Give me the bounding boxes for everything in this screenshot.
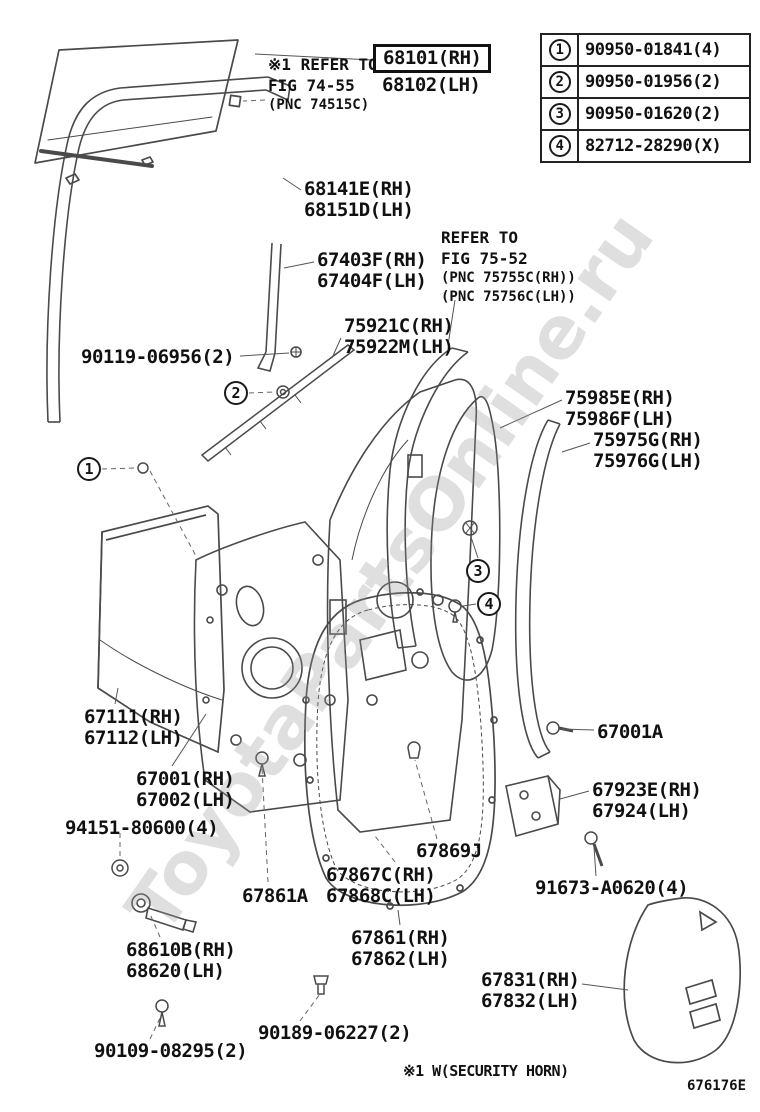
callout-marker-1: 1 — [77, 457, 101, 481]
weatherstrip-loop-shape — [302, 588, 498, 910]
part-number-lh: 67862(LH) — [351, 948, 450, 970]
part-number-lh: 75976G(LH) — [593, 450, 703, 472]
label-cushion: 67867C(RH) 67868C(LH) — [326, 864, 436, 907]
part-number-rh: 67861(RH) — [351, 927, 450, 949]
callout-4-badge: 4 — [548, 135, 571, 157]
fastener-part-cell: 90950-01841(4) — [577, 33, 751, 67]
part-number-lh: 67832(LH) — [481, 990, 580, 1012]
door-sash-shape — [256, 242, 302, 372]
label-door-glass-lh: 68102(LH) — [382, 74, 481, 96]
callout-marker-4: 4 — [477, 592, 501, 616]
fastener-row: 3 90950-01620(2) — [540, 97, 751, 131]
label-door-glass-rh: 68101(RH) — [373, 44, 492, 73]
part-number-lh: 75922M(LH) — [344, 336, 454, 358]
label-clip-67869j: 67869J — [416, 840, 482, 862]
part-number-rh: 67111(RH) — [84, 706, 183, 728]
label-bolt-91673: 91673-A0620(4) — [535, 877, 689, 899]
label-door-check: 68610B(RH) 68620(LH) — [126, 939, 236, 982]
fastener-part-cell: 90950-01956(2) — [577, 65, 751, 99]
part-number-rh: 75921C(RH) — [344, 315, 454, 337]
part-number-rh: 68141E(RH) — [304, 178, 414, 200]
fastener-index-cell: 3 — [540, 97, 579, 131]
dashed-leader-lines — [101, 99, 438, 1040]
label-screw-67861a: 67861A — [242, 885, 308, 907]
label-grommet-94151: 94151-80600(4) — [65, 817, 219, 839]
label-bracket: 67923E(RH) 67924(LH) — [592, 779, 702, 822]
label-door-panel: 67001(RH) 67002(LH) — [136, 768, 235, 811]
fastener-row: 4 82712-28290(X) — [540, 129, 751, 163]
label-door-sash: 67403F(RH) 67404F(LH) — [317, 249, 427, 292]
label-weatherstrip-front: 75975G(RH) 75976G(LH) — [593, 429, 703, 472]
bracket-shape — [505, 775, 561, 838]
part-number-rh: 67001(RH) — [136, 768, 235, 790]
fastener-table: 1 90950-01841(4) 2 90950-01956(2) 3 9095… — [540, 33, 751, 163]
part-number-lh: 68620(LH) — [126, 960, 225, 982]
glass-run-channel-shape — [46, 76, 291, 423]
part-number-lh: 67868C(LH) — [326, 885, 436, 907]
part-number-lh: 68151D(LH) — [304, 199, 414, 221]
note-refer-fig-74-55: ※1 REFER TO FIG 74-55 (PNC 74515C) — [268, 54, 378, 115]
weatherstrip-inner-shape — [430, 395, 501, 681]
label-service-cover: 67831(RH) 67832(LH) — [481, 969, 580, 1012]
part-number-lh: 67404F(LH) — [317, 270, 427, 292]
label-belt-molding: 75921C(RH) 75922M(LH) — [344, 315, 454, 358]
part-number-rh: 67403F(RH) — [317, 249, 427, 271]
part-number-lh: 67924(LH) — [592, 800, 691, 822]
label-weatherstrip-inner: 75985E(RH) 75986F(LH) — [565, 387, 675, 430]
fastener-index-cell: 2 — [540, 65, 579, 99]
fastener-index-cell: 1 — [540, 33, 579, 67]
part-number-rh: 68610B(RH) — [126, 939, 236, 961]
fastener-part-cell: 90950-01620(2) — [577, 97, 751, 131]
diagram-code: 676176E — [687, 1078, 747, 1094]
fastener-index-cell: 4 — [540, 129, 579, 163]
weatherstrip-front-shape — [514, 419, 561, 759]
label-weatherstrip: 67861(RH) 67862(LH) — [351, 927, 450, 970]
note-line: FIG 74-55 — [268, 76, 355, 95]
label-glass-run: 68141E(RH) 68151D(LH) — [304, 178, 414, 221]
callout-marker-2: 2 — [224, 381, 248, 405]
part-number-lh: 75986F(LH) — [565, 408, 675, 430]
belt-molding-shape — [200, 344, 356, 462]
note-line: REFER TO — [441, 228, 519, 247]
part-number-rh: 75975G(RH) — [593, 429, 703, 451]
service-cover-shape — [623, 897, 742, 1064]
door-glass-shape — [34, 39, 242, 185]
outer-panel-shape — [97, 505, 225, 754]
leader-lines — [114, 53, 629, 991]
part-number-rh: 75985E(RH) — [565, 387, 675, 409]
label-screw-90119: 90119-06956(2) — [81, 346, 235, 368]
label-screw-90109: 90109-08295(2) — [94, 1040, 248, 1062]
part-number-rh: 67831(RH) — [481, 969, 580, 991]
fastener-row: 2 90950-01956(2) — [540, 65, 751, 99]
callout-1-badge: 1 — [548, 39, 571, 61]
note-line: FIG 75-52 — [441, 249, 528, 268]
note-line: (PNC 75756C(LH)) — [441, 289, 576, 305]
part-number-lh: 67112(LH) — [84, 727, 183, 749]
note-line: (PNC 74515C) — [268, 97, 370, 113]
callout-3-badge: 3 — [548, 103, 571, 125]
label-outer-panel: 67111(RH) 67112(LH) — [84, 706, 183, 749]
label-bolt-67001a: 67001A — [597, 721, 663, 743]
note-line: (PNC 75755C(RH)) — [441, 270, 576, 286]
callout-marker-3: 3 — [466, 559, 490, 583]
inner-panel-shape — [193, 521, 349, 813]
fastener-row: 1 90950-01841(4) — [540, 33, 751, 67]
door-check-shape — [131, 893, 198, 933]
note-line: ※1 REFER TO — [268, 55, 378, 74]
part-number-rh: 67867C(RH) — [326, 864, 436, 886]
callout-2-badge: 2 — [548, 71, 571, 93]
security-horn-footnote: ※1 W(SECURITY HORN) — [403, 1062, 569, 1080]
part-number-rh: 67923E(RH) — [592, 779, 702, 801]
fastener-part-cell: 82712-28290(X) — [577, 129, 751, 163]
part-number-lh: 67002(LH) — [136, 789, 235, 811]
door-shell-shape — [326, 378, 478, 833]
label-clip-90189: 90189-06227(2) — [258, 1022, 412, 1044]
door-frame-shape — [386, 347, 469, 649]
note-refer-fig-75-52: REFER TO FIG 75-52 (PNC 75755C(RH)) (PNC… — [441, 227, 576, 307]
